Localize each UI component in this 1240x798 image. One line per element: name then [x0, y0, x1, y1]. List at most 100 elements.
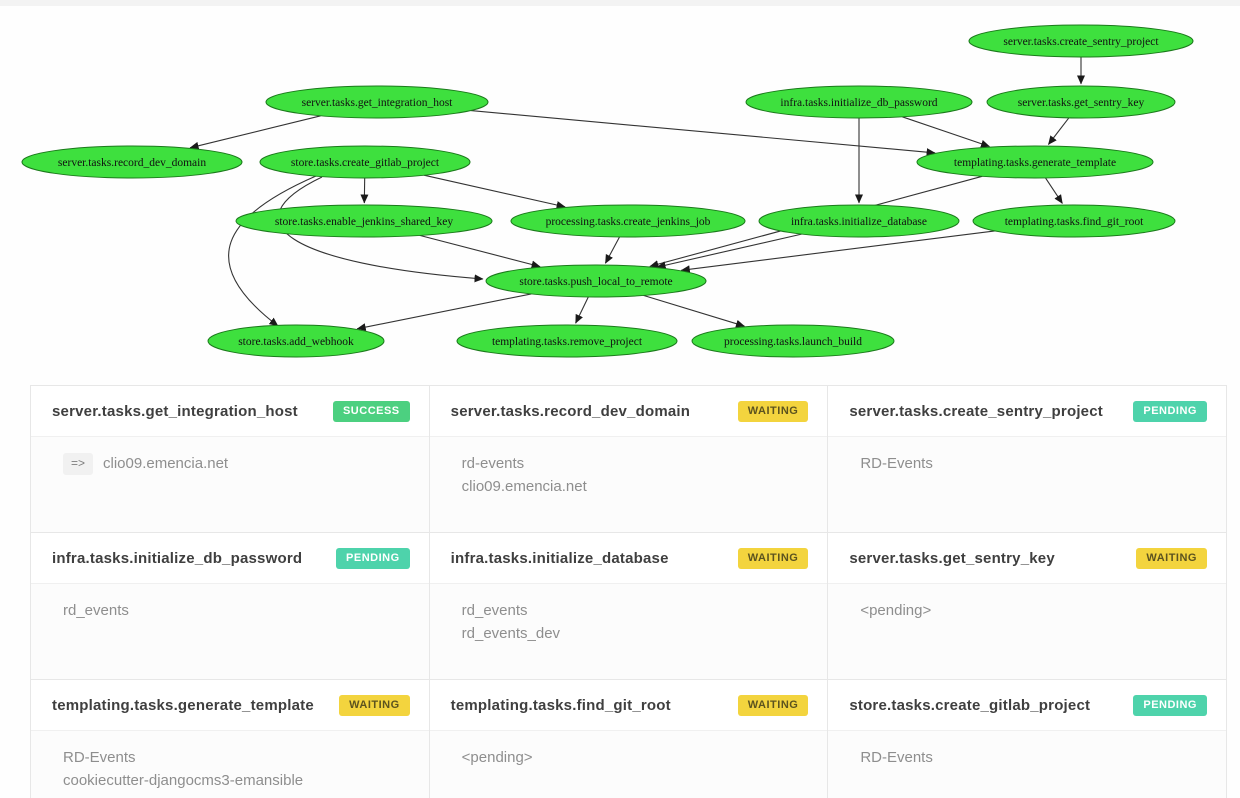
dag-node-label: store.tasks.create_gitlab_project	[291, 157, 440, 169]
dag-node-label: processing.tasks.launch_build	[724, 336, 862, 348]
task-cards-grid: server.tasks.get_integration_host SUCCES…	[30, 385, 1227, 798]
dag-node-get_integration_host: server.tasks.get_integration_host	[265, 85, 489, 119]
dag-edge-create_gitlab_project-to-add_webhook	[228, 175, 317, 327]
task-result-line: RD-Events	[63, 749, 136, 766]
status-badge: WAITING	[737, 695, 809, 716]
task-name: server.tasks.record_dev_domain	[450, 403, 691, 420]
dag-edge-create_gitlab_project-to-create_jenkins_job	[423, 174, 566, 209]
dag-edge-get_integration_host-to-generate_template	[470, 110, 936, 157]
task-result-line: clio09.emencia.net	[461, 478, 587, 496]
dag-edge-push_local_to_remote-to-add_webhook	[356, 293, 532, 332]
task-card: infra.tasks.initialize_database WAITING …	[429, 533, 829, 680]
task-card-body: rd_events	[31, 584, 429, 633]
task-card-header: infra.tasks.initialize_database WAITING	[429, 533, 828, 584]
task-name: infra.tasks.initialize_database	[450, 550, 669, 567]
task-card: server.tasks.create_sentry_project PENDI…	[828, 386, 1227, 533]
status-badge: WAITING	[737, 548, 809, 569]
top-divider	[0, 0, 1240, 6]
task-result-line: <pending>	[860, 602, 932, 619]
task-card: store.tasks.create_gitlab_project PENDIN…	[828, 680, 1227, 798]
dag-node-label: templating.tasks.remove_project	[492, 336, 643, 348]
status-badge: WAITING	[339, 695, 410, 716]
task-name: templating.tasks.generate_template	[52, 697, 314, 714]
status-badge: SUCCESS	[332, 401, 410, 422]
dag-node-generate_template: templating.tasks.generate_template	[916, 145, 1154, 179]
dag-edge-find_git_root-to-push_local_to_remote	[680, 230, 995, 274]
task-result-line: =>clio09.emencia.net	[63, 453, 409, 476]
task-card-body: RD-Events cookiecutter-djangocms3-emansib…	[31, 731, 429, 798]
dag-node-create_sentry_project: server.tasks.create_sentry_project	[968, 24, 1194, 58]
task-name: templating.tasks.find_git_root	[450, 697, 671, 714]
task-result-line: rd_events	[63, 602, 129, 619]
dag-node-launch_build: processing.tasks.launch_build	[691, 324, 895, 358]
dag-edge-generate_template-to-find_git_root	[1045, 177, 1063, 204]
task-result-line: <pending>	[461, 749, 533, 766]
dag-node-record_dev_domain: server.tasks.record_dev_domain	[21, 145, 243, 179]
dag-edge-push_local_to_remote-to-remove_project	[575, 296, 589, 324]
dag-node-find_git_root: templating.tasks.find_git_root	[972, 204, 1176, 238]
task-result-line: cookiecutter-djangocms3-emansible	[63, 772, 304, 790]
dag-node-label: infra.tasks.initialize_db_password	[780, 97, 937, 109]
dag-node-label: server.tasks.get_integration_host	[302, 97, 454, 109]
task-name: infra.tasks.initialize_db_password	[52, 550, 303, 567]
dag-node-label: store.tasks.push_local_to_remote	[519, 276, 672, 288]
task-card: templating.tasks.find_git_root WAITING <…	[429, 680, 829, 798]
task-card-body: <pending>	[828, 584, 1226, 633]
task-card: server.tasks.get_sentry_key WAITING <pen…	[828, 533, 1227, 680]
status-badge: WAITING	[737, 401, 809, 422]
dag-node-remove_project: templating.tasks.remove_project	[456, 324, 678, 358]
task-card: server.tasks.get_integration_host SUCCES…	[31, 386, 430, 533]
task-card-body: RD-Events	[828, 731, 1226, 780]
task-card-body: rd-events clio09.emencia.net	[430, 437, 828, 510]
task-card-header: server.tasks.record_dev_domain WAITING	[429, 386, 828, 437]
dag-node-create_jenkins_job: processing.tasks.create_jenkins_job	[510, 204, 746, 238]
dag-node-label: server.tasks.get_sentry_key	[1018, 97, 1145, 109]
task-card: server.tasks.record_dev_domain WAITING r…	[429, 386, 829, 533]
dag-node-enable_jenkins_shared_key: store.tasks.enable_jenkins_shared_key	[235, 204, 493, 238]
dag-node-label: infra.tasks.initialize_database	[791, 216, 927, 228]
status-badge: PENDING	[1133, 695, 1207, 716]
dag-edge-create_gitlab_project-to-push_local_to_remote	[277, 176, 484, 283]
task-card-header: store.tasks.create_gitlab_project PENDIN…	[828, 680, 1226, 731]
dag-node-push_local_to_remote: store.tasks.push_local_to_remote	[485, 264, 707, 298]
dag-node-label: server.tasks.record_dev_domain	[58, 157, 206, 169]
status-badge: PENDING	[336, 548, 410, 569]
result-arrow-chip: =>	[63, 453, 94, 476]
dag-node-label: templating.tasks.find_git_root	[1005, 216, 1144, 228]
dag-node-label: server.tasks.create_sentry_project	[1003, 36, 1159, 48]
dag-edge-create_jenkins_job-to-push_local_to_remote	[604, 236, 620, 264]
dag-node-create_gitlab_project: store.tasks.create_gitlab_project	[259, 145, 471, 179]
status-badge: WAITING	[1136, 548, 1207, 569]
task-result-line: RD-Events	[860, 749, 933, 766]
task-card-body: =>clio09.emencia.net	[31, 437, 429, 487]
dag-node-label: templating.tasks.generate_template	[954, 157, 1116, 169]
dag-edge-initialize_db_password-to-generate_template	[902, 116, 990, 148]
dag-node-label: store.tasks.enable_jenkins_shared_key	[275, 216, 453, 228]
task-card-body: RD-Events	[828, 437, 1226, 486]
task-card: infra.tasks.initialize_db_password PENDI…	[31, 533, 430, 680]
task-name: store.tasks.create_gitlab_project	[849, 697, 1091, 714]
task-result-line: RD-Events	[860, 455, 933, 472]
dag-node-get_sentry_key: server.tasks.get_sentry_key	[986, 85, 1176, 119]
task-card-header: infra.tasks.initialize_db_password PENDI…	[31, 533, 429, 584]
task-card-header: server.tasks.get_sentry_key WAITING	[828, 533, 1226, 584]
status-badge: PENDING	[1133, 401, 1207, 422]
task-result-line: rd_events_dev	[461, 625, 561, 643]
dag-node-label: processing.tasks.create_jenkins_job	[546, 216, 711, 228]
dag-node-initialize_database: infra.tasks.initialize_database	[758, 204, 960, 238]
task-result-line: rd-events	[461, 455, 525, 472]
dag-edge-get_sentry_key-to-generate_template	[1047, 117, 1070, 145]
dag-edge-initialize_database-to-push_local_to_remote	[656, 233, 802, 270]
task-card-header: server.tasks.get_integration_host SUCCES…	[31, 386, 429, 437]
task-card-body: <pending>	[430, 731, 828, 780]
dag-edge-push_local_to_remote-to-launch_build	[643, 294, 745, 328]
dag-edge-enable_jenkins_shared_key-to-push_local_to_remote	[419, 234, 541, 269]
task-name: server.tasks.get_integration_host	[52, 403, 298, 420]
task-card-header: templating.tasks.generate_template WAITI…	[31, 680, 429, 731]
dag-node-add_webhook: store.tasks.add_webhook	[207, 324, 385, 358]
task-card-header: templating.tasks.find_git_root WAITING	[429, 680, 828, 731]
task-dag-graph: server.tasks.create_sentry_projectserver…	[21, 24, 1194, 358]
task-name: server.tasks.create_sentry_project	[849, 403, 1103, 420]
